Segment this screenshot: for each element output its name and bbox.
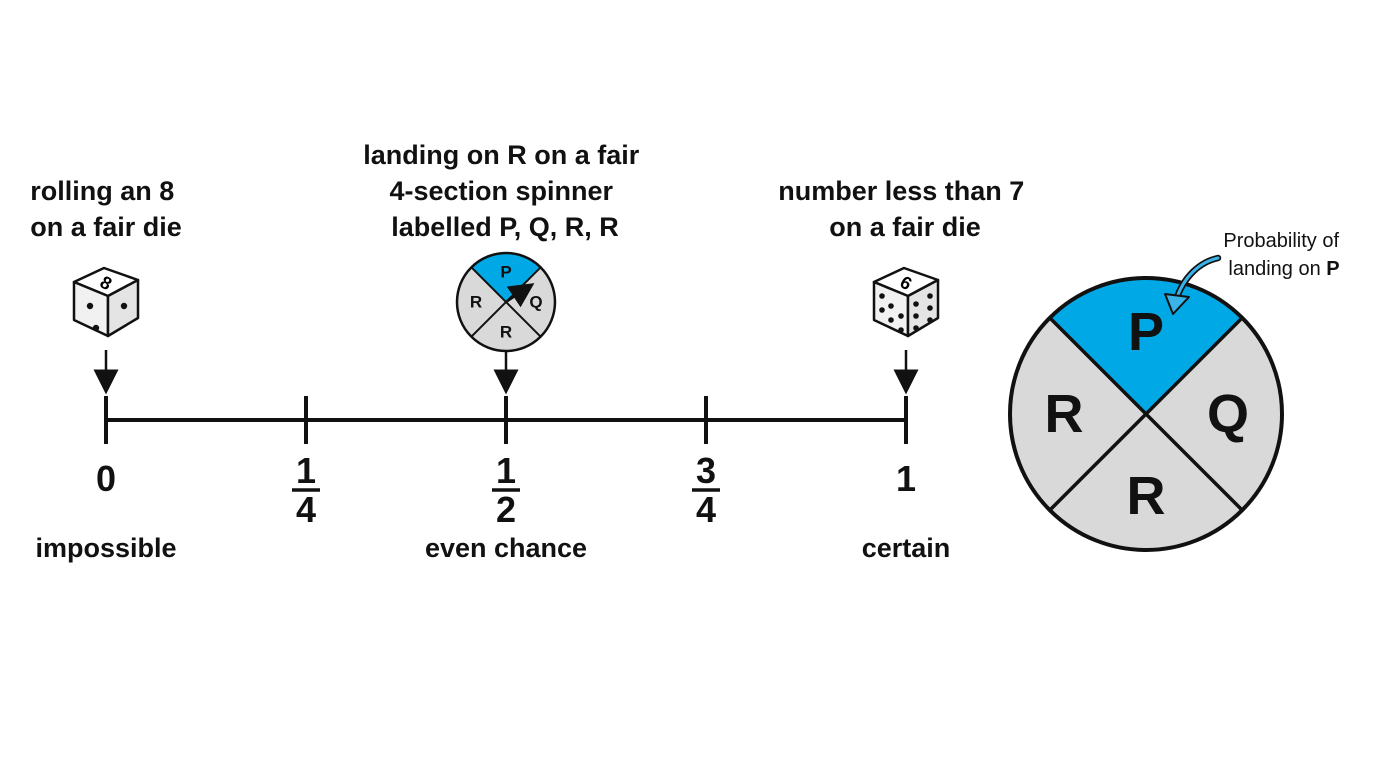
- spinner-divider: [1048, 316, 1244, 512]
- spinner-label-right: Q: [1207, 384, 1249, 444]
- spinner-pointer-icon: [505, 283, 535, 308]
- spinner-label-bottom: R: [1127, 466, 1166, 526]
- fraction-numerator: 3: [696, 450, 716, 491]
- number-line-ticks: [104, 396, 908, 444]
- die-eight-icon: 8: [72, 266, 140, 338]
- fraction-numerator: 1: [496, 450, 516, 491]
- spinner-section-bottom: [1049, 414, 1243, 550]
- fraction-denominator: 4: [696, 489, 716, 530]
- descriptor-even-chance: even chance: [425, 533, 587, 563]
- annotation-probability-of-p: Probability of landing on P: [1223, 230, 1344, 280]
- spinner-section-bottom: [471, 302, 541, 351]
- tick-fraction-one-quarter: 1 4: [292, 450, 320, 530]
- spinner-section-top: [471, 252, 541, 302]
- fraction-denominator: 2: [496, 489, 516, 530]
- curved-arrow-icon: [1164, 254, 1222, 315]
- event-label-die-less-7: number less than 7 on a fair die: [778, 176, 1032, 242]
- spinner-label-bottom: R: [500, 323, 512, 342]
- spinner-rim: [1008, 276, 1284, 552]
- descriptor-impossible: impossible: [35, 533, 176, 563]
- spinner-label-left: R: [1045, 384, 1084, 444]
- spinner-rim: [455, 251, 557, 353]
- spinner-label-top: P: [500, 263, 511, 282]
- spinner-section-left: [1009, 317, 1146, 511]
- tick-fraction-three-quarters: 3 4: [692, 450, 720, 530]
- spinner-label-top: P: [1128, 302, 1164, 362]
- tick-label-0: 0: [96, 458, 116, 499]
- spinner-section-left: [457, 267, 506, 337]
- tick-fraction-one-half: 1 2: [492, 450, 520, 530]
- spinner-section-right: [1146, 317, 1282, 511]
- fraction-numerator: 1: [296, 450, 316, 491]
- tick-label-1: 1: [896, 458, 916, 499]
- spinner-section-top: [1049, 278, 1243, 414]
- spinner-label-left: R: [470, 293, 482, 312]
- event-label-die-eight: rolling an 8 on a fair die: [30, 176, 182, 242]
- descriptor-certain: certain: [862, 533, 951, 563]
- die-six-icon: 6: [872, 266, 940, 338]
- fraction-denominator: 4: [296, 489, 316, 530]
- spinner-label-right: Q: [529, 293, 542, 312]
- event-label-spinner-r: landing on R on a fair 4-section spinner…: [363, 140, 647, 242]
